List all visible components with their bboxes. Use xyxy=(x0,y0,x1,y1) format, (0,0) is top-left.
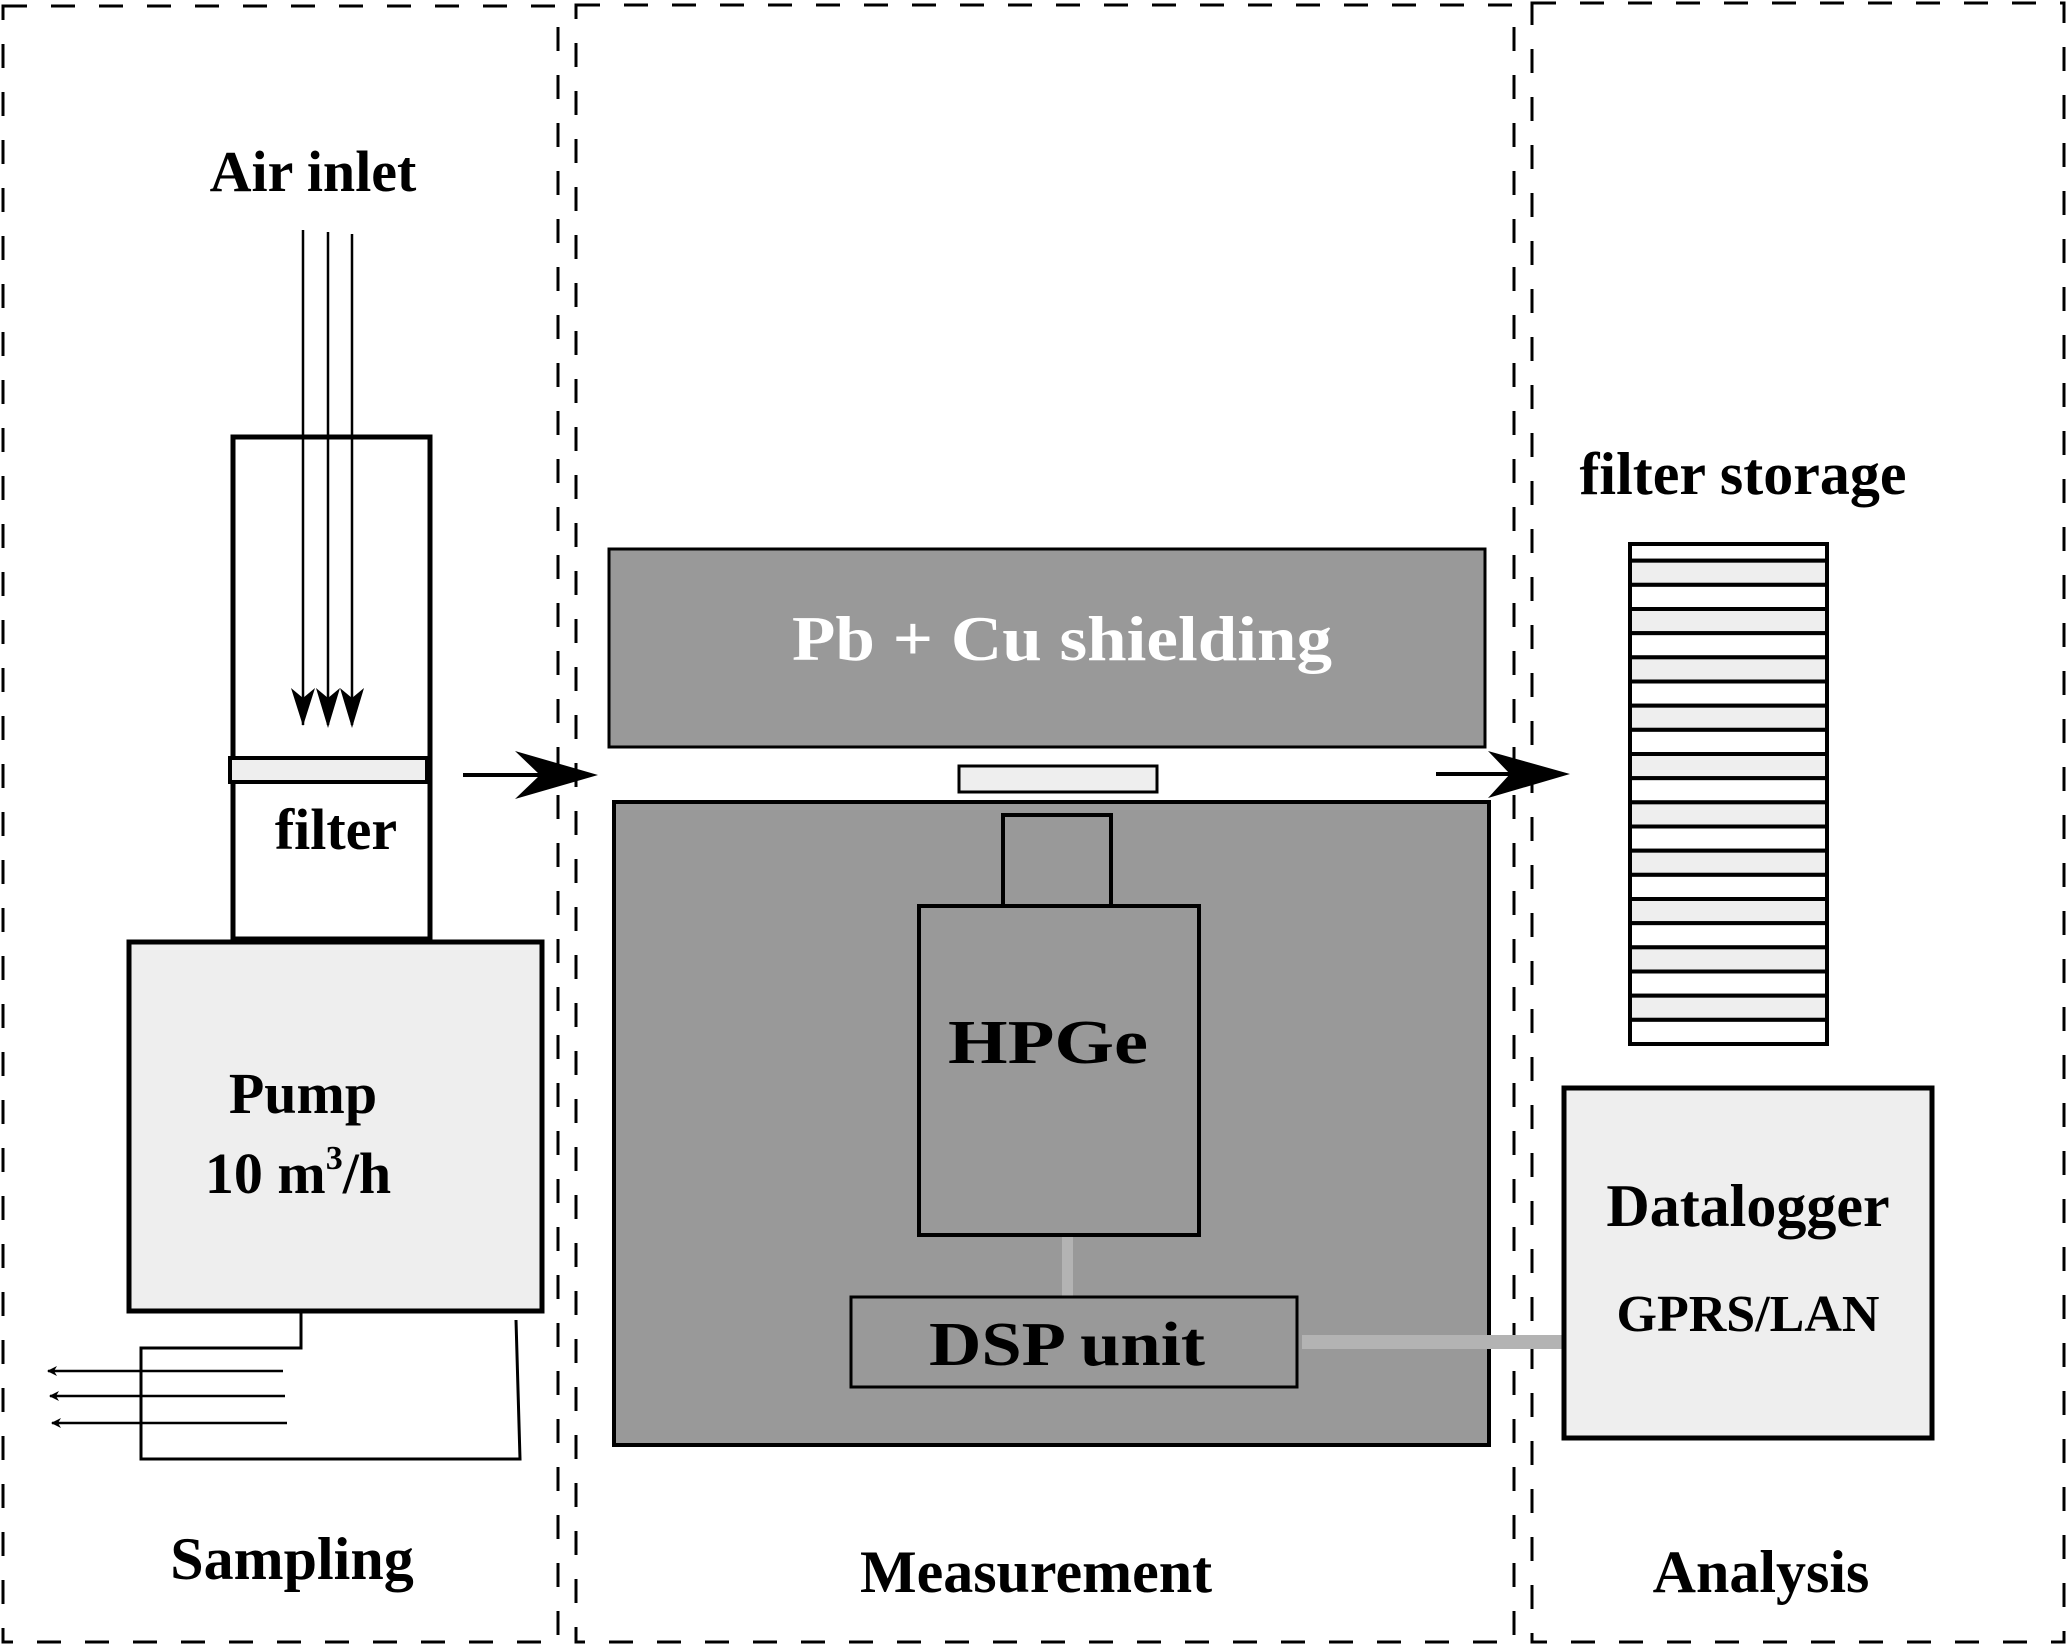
datalogger-link-label: GPRS/LAN xyxy=(1617,1286,1880,1343)
measurement-section-title: Measurement xyxy=(860,1539,1212,1605)
shielding-label: Pb + Cu shielding xyxy=(792,603,1332,674)
storage-slot xyxy=(1628,993,1829,1022)
dsp-unit-label: DSP unit xyxy=(929,1311,1205,1379)
pb-cu-shielding-lid xyxy=(607,547,1487,749)
transfer-arrow-to-measurement xyxy=(463,751,598,799)
analysis-section-title: Analysis xyxy=(1653,1539,1870,1605)
pump-rate-exponent: 3 xyxy=(326,1140,343,1177)
air-inflow-arrows xyxy=(291,230,364,728)
sample-filter-slab xyxy=(957,764,1159,794)
detector-label: HPGe xyxy=(948,1009,1148,1077)
storage-slot xyxy=(1628,872,1829,901)
hpge-detector xyxy=(917,904,1201,1237)
storage-slot xyxy=(1628,969,1829,998)
storage-slot xyxy=(1628,800,1829,829)
exhaust-outflow-arrows xyxy=(47,1366,287,1428)
detector-dsp-connector xyxy=(1062,1237,1073,1297)
storage-slot xyxy=(1628,752,1829,781)
storage-slot xyxy=(1628,655,1829,684)
pump-flow-rate: 10 m3/h xyxy=(205,1140,391,1206)
inflow-arrowhead-1 xyxy=(291,688,315,726)
sampling-section-frame xyxy=(1,4,560,1644)
dsp-datalogger-connector xyxy=(1302,1335,1563,1349)
pump-rate-value: 10 m xyxy=(205,1141,326,1206)
storage-slot xyxy=(1628,776,1829,805)
pump-box xyxy=(126,939,545,1314)
storage-slot xyxy=(1628,542,1829,563)
storage-slot xyxy=(1628,848,1829,877)
inflow-arrowhead-3 xyxy=(340,688,364,728)
sampling-section-title: Sampling xyxy=(170,1526,413,1592)
dsp-unit-box xyxy=(849,1295,1299,1389)
filter-label: filter xyxy=(275,797,397,862)
storage-slot xyxy=(1628,703,1829,732)
storage-slot xyxy=(1628,824,1829,853)
storage-slot xyxy=(1628,1017,1829,1046)
storage-slot xyxy=(1628,631,1829,660)
storage-slot xyxy=(1628,921,1829,950)
transfer-arrow-to-storage xyxy=(1436,751,1570,798)
filter-storage-label: filter storage xyxy=(1579,441,1906,507)
storage-slot xyxy=(1628,607,1829,636)
exhaust-duct xyxy=(139,1309,522,1461)
storage-slot xyxy=(1628,945,1829,974)
filter-storage-rack xyxy=(1628,542,1829,1046)
storage-slot xyxy=(1628,582,1829,611)
storage-slot xyxy=(1628,558,1829,587)
measurement-section-frame xyxy=(574,3,1516,1644)
analysis-section-frame xyxy=(1530,1,2066,1644)
pump-label: Pump xyxy=(229,1061,377,1126)
datalogger-label: Datalogger xyxy=(1606,1173,1889,1239)
storage-slot xyxy=(1628,727,1829,756)
storage-arrowhead xyxy=(1488,751,1570,798)
filter-holder-column xyxy=(230,434,433,942)
transfer-arrowhead xyxy=(515,751,598,799)
storage-slot xyxy=(1628,897,1829,926)
air-inlet-label: Air inlet xyxy=(210,139,417,204)
inflow-arrowhead-2 xyxy=(316,688,340,728)
detector-endcap xyxy=(1001,813,1113,910)
pump-rate-unit: /h xyxy=(342,1141,391,1206)
storage-slot xyxy=(1628,679,1829,708)
filter-disk xyxy=(228,756,429,784)
datalogger-box xyxy=(1561,1085,1935,1441)
